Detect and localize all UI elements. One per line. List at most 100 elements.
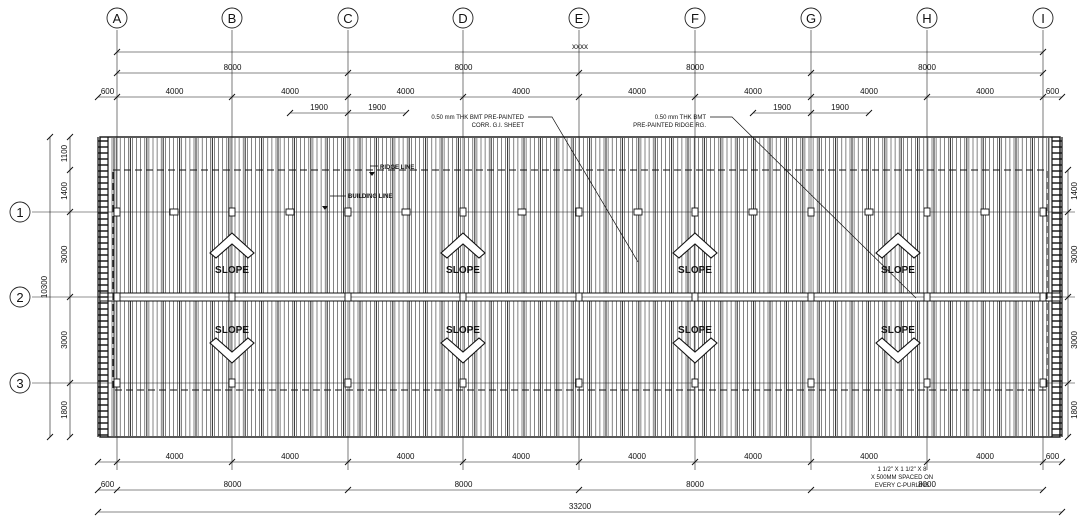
offset-top-right-tick [807,109,815,117]
slope-label: SLOPE [678,325,712,336]
building-line [112,169,1048,391]
slope-arrow-up [672,232,718,259]
bay-top-label: 8000 [918,63,936,72]
half-top-tick [344,93,352,101]
half-bottom-tick [228,458,236,466]
purlin-clip [228,207,236,217]
grid-label-D: D [458,11,467,26]
offset-top-right-tick [865,109,873,117]
grid-label-F: F [691,11,699,26]
half-top-tick [459,93,467,101]
half-bottom-tick [923,458,931,466]
right-dim-label: 1800 [1070,401,1079,419]
slope-label: SLOPE [678,265,712,276]
purlin-clip [459,292,467,302]
right-dim-tick [1064,379,1072,387]
purlin-clip [923,378,931,388]
offset-top-left-tick [286,109,294,117]
purlin-clip [169,208,179,216]
bay-top-tick [113,69,121,77]
slope-label: SLOPE [215,325,249,336]
annotation-notes: RIDGE LINE BUILDING LINE 0.50 mm THK BMT P… [322,115,933,489]
grid-label-I: I [1041,11,1045,26]
slope-label: SLOPE [446,265,480,276]
half-bottom-tick [575,458,583,466]
slope-label: SLOPE [215,265,249,276]
grid-bubble-1 [9,201,31,223]
slope-arrow-down [875,337,921,364]
right-dim-label: 3000 [1070,245,1079,263]
purlin-clip [113,207,121,217]
grid-label-H: H [922,11,931,26]
half-top-tick [228,93,236,101]
grid-label-A: A [113,11,122,26]
half-top-tick [1039,93,1047,101]
right-dim-label: 3000 [1070,331,1079,349]
bay-bottom-label: 8000 [455,480,473,489]
right-dim-tick [1064,433,1072,441]
grid-label-C: C [343,11,352,26]
purlin-clip [1039,207,1047,217]
building-line-label: BUILDING LINE [348,194,392,200]
bay-bottom-label: 600 [101,480,115,489]
bay-bottom-tick [113,486,121,494]
right-dim-label: 1400 [1070,182,1079,200]
slope-arrow-down [672,337,718,364]
grid-bubble-G [800,7,822,29]
purlin-clip [228,378,236,388]
grid-bubble-B [221,7,243,29]
ridge-line-label: RIDGE LINE [380,165,414,171]
half-bottom-tick [1058,458,1066,466]
purlin-clip [691,292,699,302]
half-top-tick [923,93,931,101]
bay-top-label: 8000 [686,63,704,72]
bay-top-label: 8000 [455,63,473,72]
grid-bubble-E [568,7,590,29]
purlin-clip [344,378,352,388]
purlin-clip [575,292,583,302]
half-top-label: 4000 [860,87,878,96]
purlin-clip [980,208,990,216]
left-dim-tick [66,379,74,387]
half-top-label: 600 [1046,87,1060,96]
half-bottom-label: 4000 [281,452,299,461]
bay-top-tick [344,69,352,77]
purlin-clip [113,378,121,388]
grid-bubble-2 [9,286,31,308]
bay-bottom-tick [1039,486,1047,494]
half-top-label: 4000 [281,87,299,96]
left-total-tick [46,433,54,441]
purlin-clip [344,207,352,217]
ridge-note-2: PRE-PAINTED RIDGE RG. [633,123,706,129]
slope-label: SLOPE [881,265,915,276]
offset-top-right-label: 1900 [773,103,791,112]
grid-label-2: 2 [16,290,23,305]
left-dim-label: 1800 [60,401,69,419]
ridge-arrow [369,172,375,176]
bay-bottom-label: 8000 [686,480,704,489]
left-dim-tick [66,433,74,441]
left-dim-tick [66,208,74,216]
slope-markers: SLOPE SLOPE SLOPE SLOPE SLOPE SLOPE SLOPE SLOPE [113,207,1047,388]
overall-top-label: xxxx [572,42,588,51]
slope-label: SLOPE [881,325,915,336]
purlin-clip [575,207,583,217]
slope-label: SLOPE [446,325,480,336]
grid-label-1: 1 [16,205,23,220]
half-bottom-tick [94,458,102,466]
bay-top-tick [807,69,815,77]
purlin-clip [807,378,815,388]
ridge-note-1: 0.50 mm THK BMT [655,115,707,121]
bay-bottom-label: 8000 [918,480,936,489]
half-top-tick [1058,93,1066,101]
left-dim-tick [66,133,74,141]
sheet-note-2: CORR. G.I. SHEET [472,123,525,129]
grid-bubble-C [337,7,359,29]
half-bottom-label: 600 [1046,452,1060,461]
purlin-note-3: EVERY C-PURLINS [875,483,929,489]
overall-bottom-tick [1058,508,1066,516]
purlin-clip [228,292,236,302]
half-bottom-tick [459,458,467,466]
